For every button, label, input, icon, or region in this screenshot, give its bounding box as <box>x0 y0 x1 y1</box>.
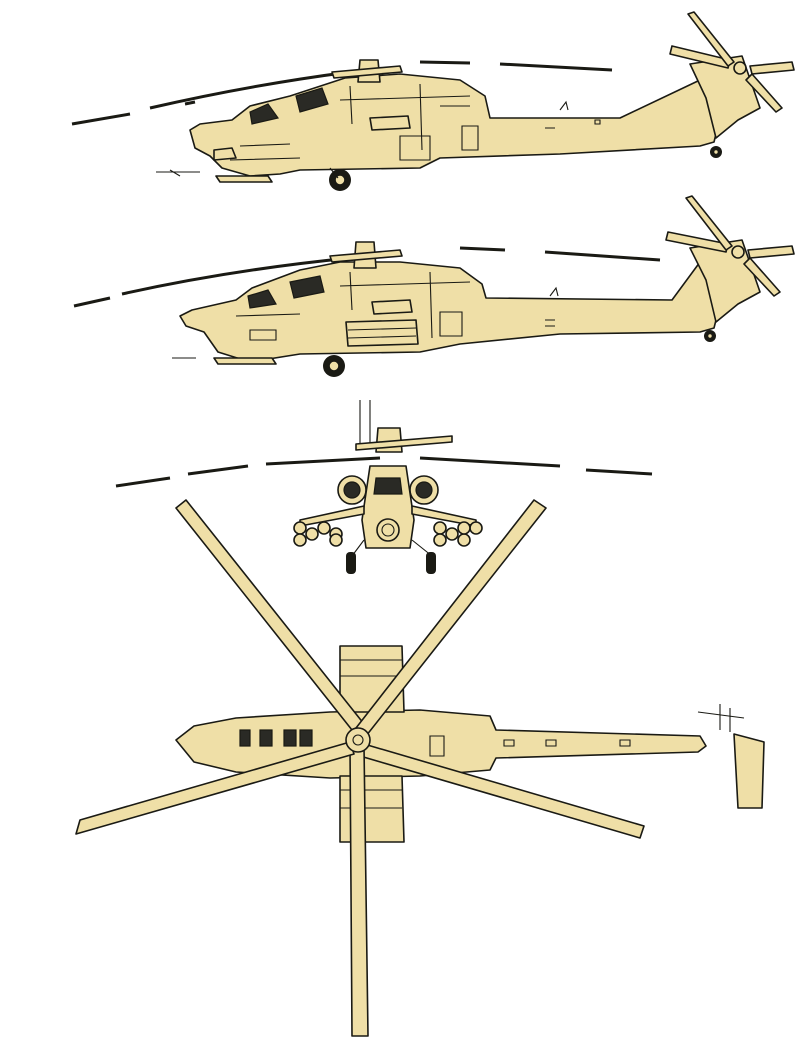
tail-rotor-side-1 <box>669 11 795 113</box>
cockpit-window-4 <box>299 729 313 747</box>
tail-fin-side-2 <box>689 239 761 323</box>
main-rotor-front <box>115 400 653 488</box>
rotor-blade-4 <box>349 745 369 1037</box>
cockpit-window-3 <box>283 729 297 747</box>
canopy-rear-side-2 <box>289 275 325 299</box>
tail-rotor-side-2 <box>665 195 795 297</box>
weapon-pylon-side-2 <box>345 319 419 347</box>
side-view-upper <box>71 11 795 191</box>
canopy-front-side-1 <box>249 103 280 125</box>
fuselage-side-1 <box>189 73 745 177</box>
cockpit-window-2 <box>259 729 273 747</box>
wheel-left-front <box>346 552 356 574</box>
cockpit-window-1 <box>239 729 251 747</box>
canopy-front-side-2 <box>247 289 277 309</box>
main-rotor-side-2 <box>73 246 661 308</box>
top-view <box>75 499 765 1037</box>
main-rotor-side-1 <box>71 60 613 126</box>
tail-fin-side-1 <box>689 55 761 139</box>
horizontal-stabilizer-top <box>733 733 765 809</box>
rotor-hub-top <box>345 727 371 753</box>
canopy-rear-side-1 <box>295 87 329 113</box>
front-view <box>115 400 653 574</box>
main-rotor-top <box>75 499 645 1037</box>
side-view-lower <box>73 195 795 377</box>
rocket-pods-front <box>293 521 483 547</box>
fuselage-side-2 <box>179 259 745 363</box>
wing-left-front <box>299 505 365 527</box>
wheel-right-front <box>426 552 436 574</box>
